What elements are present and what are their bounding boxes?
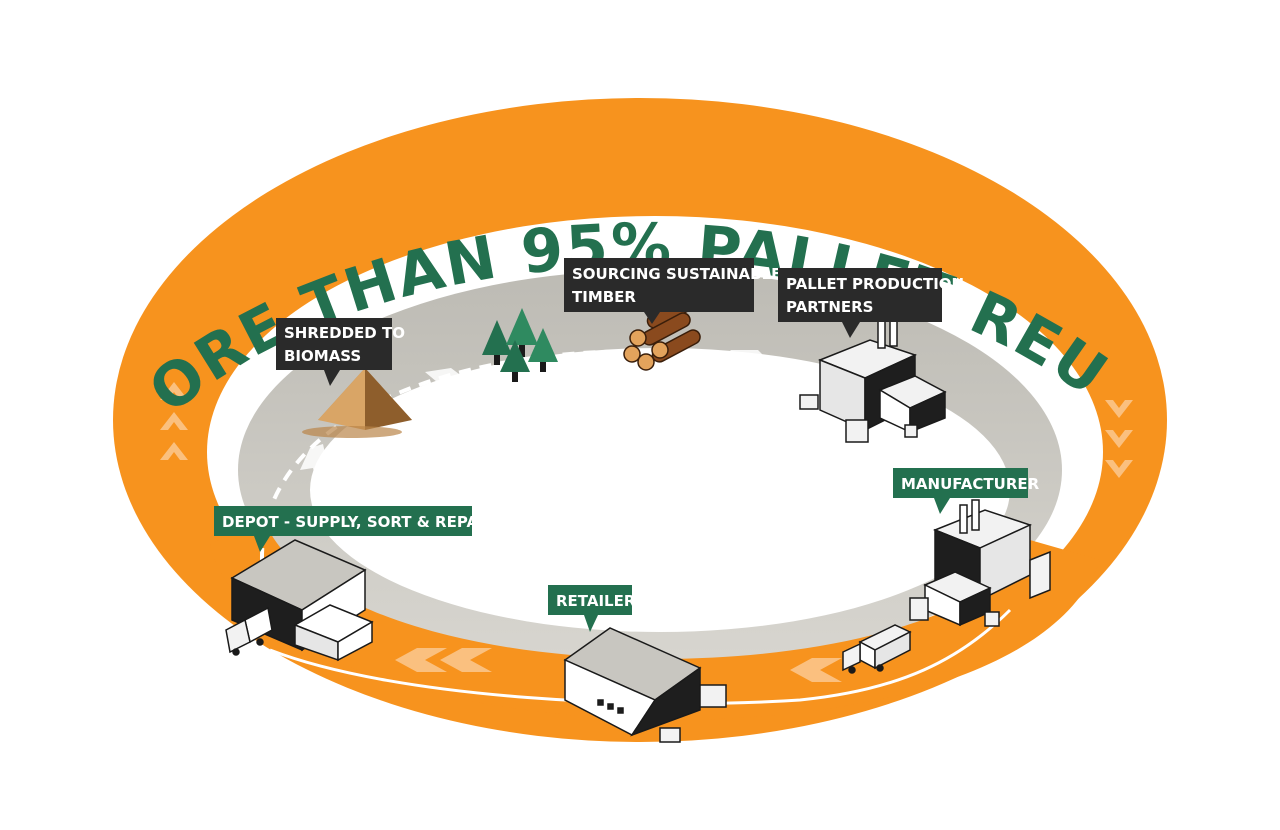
- label-production-line2: PARTNERS: [786, 298, 874, 316]
- label-sourcing-line2: TIMBER: [572, 288, 636, 306]
- tree-icon: [482, 308, 558, 382]
- ring-chevrons: [160, 382, 1133, 682]
- label-production: PALLET PRODUCTION PARTNERS: [778, 268, 964, 338]
- label-depot-text: DEPOT - SUPPLY, SORT & REPAIR: [222, 513, 496, 531]
- truck-icon: [225, 606, 273, 656]
- label-biomass-line1: SHREDDED TO: [284, 324, 405, 342]
- label-retailer: RETAILER: [548, 585, 636, 632]
- warehouse-icon: [563, 627, 727, 743]
- label-biomass: SHREDDED TO BIOMASS: [276, 318, 405, 386]
- label-manufacturer-text: MANUFACTURER: [901, 475, 1040, 493]
- timber-logs-icon: [623, 297, 701, 371]
- flow-dashed-path-lower: [269, 608, 1012, 705]
- label-sourcing-line1: SOURCING SUSTAINABLE: [572, 265, 781, 283]
- factory-icon: [909, 499, 1051, 627]
- label-depot: DEPOT - SUPPLY, SORT & REPAIR: [214, 506, 496, 552]
- truck-icon: [842, 624, 912, 674]
- label-production-line1: PALLET PRODUCTION: [786, 275, 964, 293]
- label-sourcing: SOURCING SUSTAINABLE TIMBER: [564, 258, 781, 324]
- flow-arrow-icon: [300, 350, 960, 480]
- biomass-pile-icon: [302, 368, 412, 438]
- label-retailer-text: RETAILER: [556, 592, 636, 610]
- factory-icon: [799, 315, 947, 443]
- inner-white-center: [310, 348, 1010, 632]
- label-manufacturer: MANUFACTURER: [893, 468, 1040, 514]
- label-biomass-line2: BIOMASS: [284, 347, 361, 365]
